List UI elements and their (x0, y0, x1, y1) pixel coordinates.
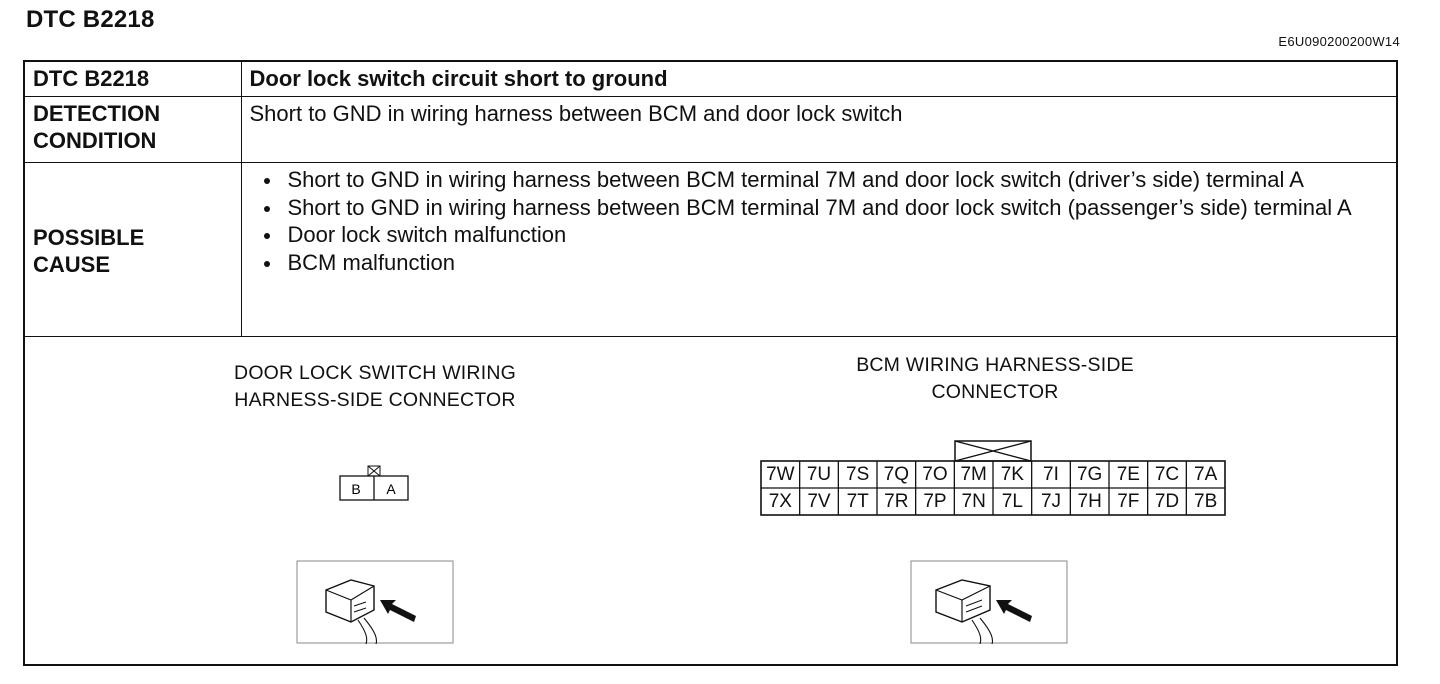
bcm-pin-label: 7W (766, 464, 795, 485)
harness-wires (357, 617, 378, 644)
bcm-pin-label: 7N (961, 491, 986, 512)
connector-pin-holes (965, 599, 983, 613)
dtc-info-table: DTC B2218 Door lock switch circuit short… (25, 62, 1396, 337)
bcm-pin-label: 7X (768, 491, 792, 512)
dtc-label: DTC B2218 (25, 62, 242, 97)
latch-cross-line (367, 465, 381, 477)
view-direction-arrow-icon (380, 600, 416, 622)
door-switch-caption-line2: HARNESS-SIDE CONNECTOR (234, 389, 516, 411)
pin-label-b: B (351, 481, 360, 497)
door-switch-view-illustration (296, 560, 454, 644)
connector-housing-icon (325, 579, 375, 623)
bcm-caption-line2: CONNECTOR (931, 381, 1059, 403)
connector-pin-holes (353, 601, 367, 613)
harness-wires (971, 617, 994, 644)
page-title: DTC B2218 (26, 6, 155, 33)
bcm-pin-label: 7B (1194, 491, 1218, 512)
door-switch-caption-line1: DOOR LOCK SWITCH WIRING (234, 362, 516, 384)
bcm-pin-label: 7K (1000, 464, 1024, 485)
bcm-pin-label: 7U (806, 464, 832, 485)
connector-edge-lines (935, 585, 991, 622)
bcm-pin-label: 7L (1001, 491, 1023, 512)
connector-latch-icon (367, 465, 381, 477)
bcm-pin-label: 7G (1076, 464, 1103, 485)
connector-edge-lines (325, 585, 375, 622)
bcm-pin-label: 7I (1043, 464, 1059, 485)
bcm-connector (760, 440, 1226, 516)
list-item: Short to GND in wiring harness between B… (250, 194, 1397, 222)
table-row-detection: DETECTION CONDITION Short to GND in wiri… (25, 96, 1396, 163)
bcm-pin-label: 7D (1154, 491, 1180, 512)
cause-label-line2: CAUSE (33, 252, 111, 277)
dtc-description: Door lock switch circuit short to ground (241, 62, 1396, 97)
bcm-pin-label: 7T (846, 491, 869, 512)
dtc-frame: DTC B2218 Door lock switch circuit short… (23, 60, 1398, 666)
detection-label-line1: DETECTION (33, 101, 161, 126)
cause-label: POSSIBLE CAUSE (25, 162, 242, 337)
detection-label: DETECTION CONDITION (25, 96, 242, 163)
cause-label-line1: POSSIBLE (33, 225, 145, 250)
connector-housing-icon (935, 579, 991, 623)
bcm-pin-label: 7S (846, 464, 870, 485)
list-item: Short to GND in wiring harness between B… (250, 166, 1397, 194)
bcm-pin-label: 7R (884, 491, 909, 512)
bcm-pin-label: 7V (807, 491, 831, 512)
bcm-view-illustration (910, 560, 1068, 644)
bcm-pin-label: 7J (1040, 491, 1062, 512)
bcm-pin-label: 7A (1194, 464, 1218, 485)
bcm-caption-line1: BCM WIRING HARNESS-SIDE (856, 354, 1134, 376)
document-code: E6U090200200W14 (1278, 34, 1400, 49)
view-direction-arrow-icon (996, 600, 1032, 622)
bcm-pin-label: 7F (1117, 491, 1140, 512)
door-switch-caption: DOOR LOCK SWITCH WIRING HARNESS-SIDE CON… (190, 360, 560, 414)
table-row-dtc: DTC B2218 Door lock switch circuit short… (25, 62, 1396, 97)
pin-label-a: A (386, 481, 396, 497)
bcm-pin-label: 7C (1154, 464, 1180, 485)
bcm-pin-label: 7O (922, 464, 948, 485)
illustration-frame (296, 560, 454, 644)
bcm-pin-dividers (799, 461, 1187, 515)
bcm-pin-label: 7P (923, 491, 947, 512)
bcm-pin-label: 7M (960, 464, 987, 485)
list-item: Door lock switch malfunction (250, 221, 1397, 249)
illustration-frame (910, 560, 1068, 644)
latch-cross-line (954, 440, 1032, 462)
cause-list: Short to GND in wiring harness between B… (250, 166, 1397, 276)
detection-label-line2: CONDITION (33, 128, 157, 153)
cause-list-cell: Short to GND in wiring harness between B… (241, 162, 1397, 337)
door-switch-connector: B A (339, 465, 409, 501)
bcm-pin-label: 7H (1077, 491, 1102, 512)
bcm-pin-label: 7Q (883, 464, 909, 485)
bcm-pin-label: 7E (1116, 464, 1140, 485)
list-item: BCM malfunction (250, 249, 1397, 277)
table-row-cause: POSSIBLE CAUSE Short to GND in wiring ha… (25, 162, 1397, 337)
bcm-caption: BCM WIRING HARNESS-SIDE CONNECTOR (810, 352, 1180, 406)
detection-value: Short to GND in wiring harness between B… (241, 96, 1396, 163)
